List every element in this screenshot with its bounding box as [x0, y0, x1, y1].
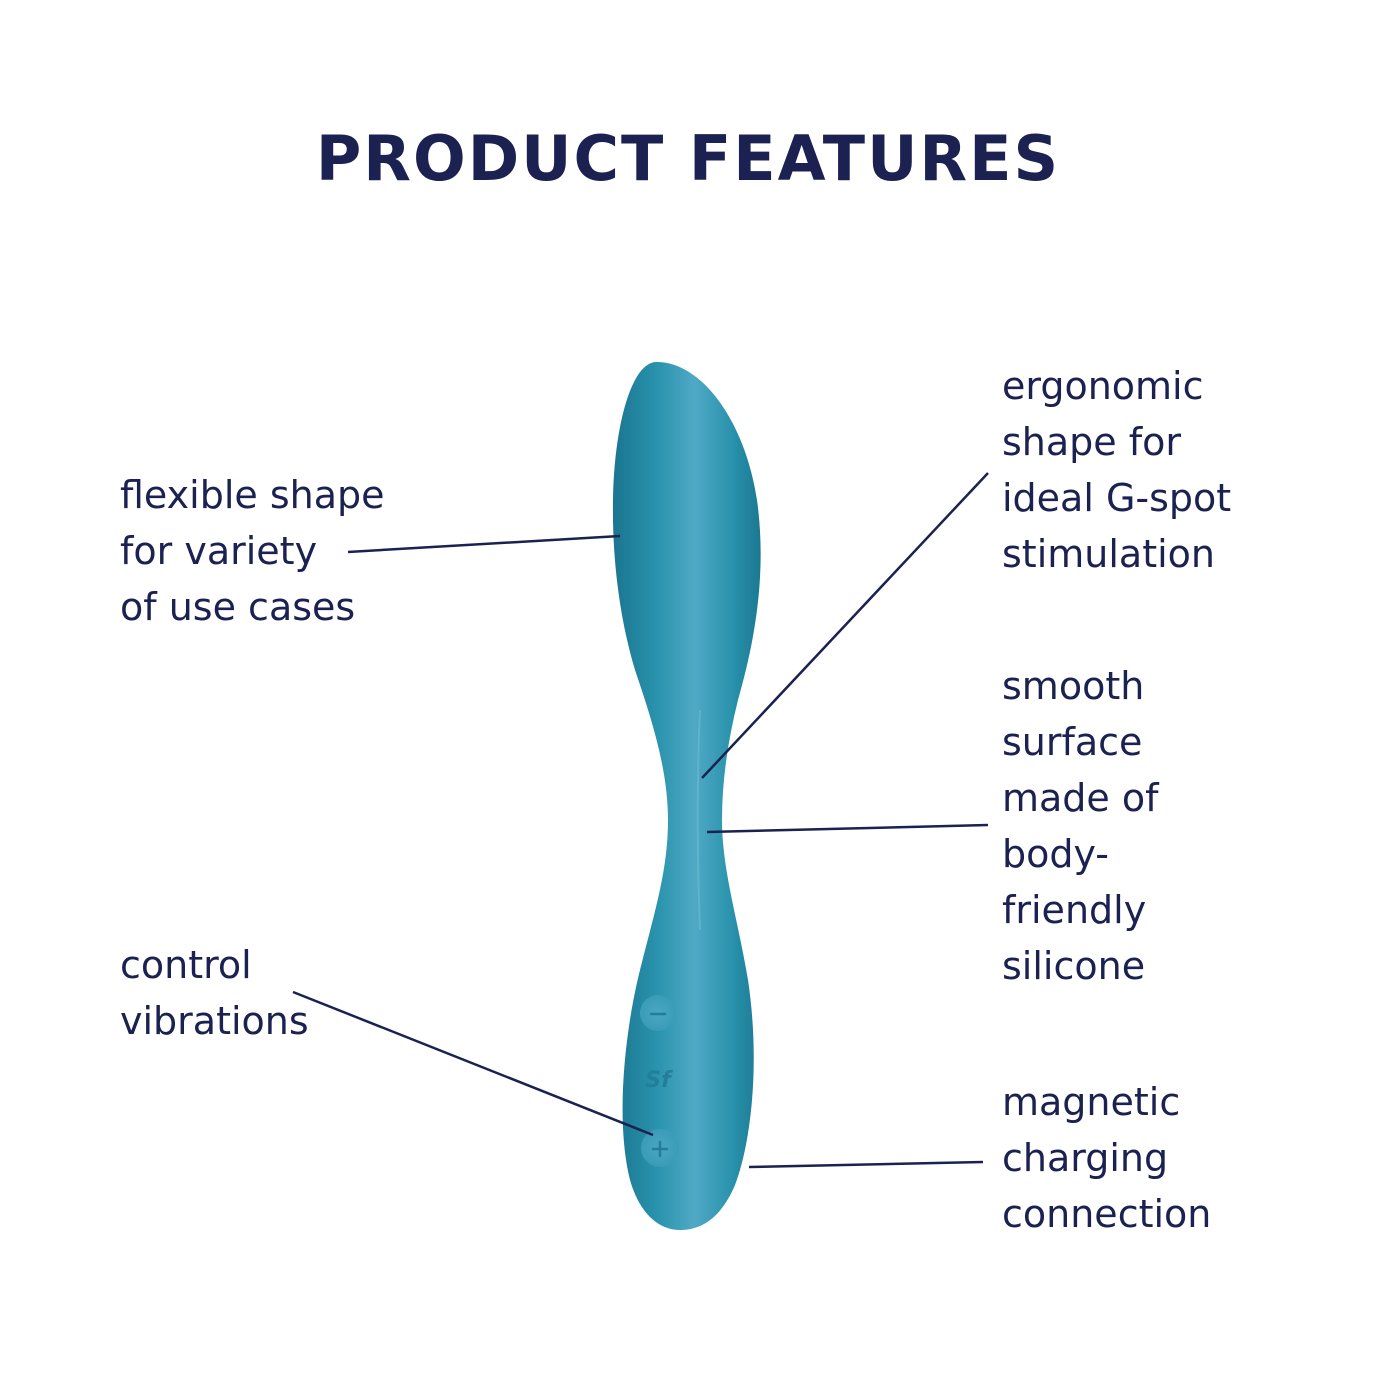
- plus-button[interactable]: [641, 1129, 679, 1167]
- feature-text-line: ideal G-spot: [1002, 476, 1232, 520]
- feature-text-line: made of: [1002, 776, 1159, 820]
- feature-text-line: connection: [1002, 1192, 1212, 1236]
- feature-text-line: body-: [1002, 832, 1110, 876]
- minus-button[interactable]: [640, 995, 676, 1031]
- feature-text-line: friendly: [1002, 888, 1147, 932]
- feature-text-line: magnetic: [1002, 1080, 1181, 1124]
- feature-text-line: flexible shape: [120, 473, 385, 517]
- feature-text-line: charging: [1002, 1136, 1169, 1180]
- leader-line-ergonomic: [701, 472, 989, 779]
- feature-text-line: for variety: [120, 529, 318, 573]
- leader-line-control: [292, 990, 654, 1137]
- feature-text-line: shape for: [1002, 420, 1181, 464]
- feature-smooth-surface: smooth surface made of body- friendly si…: [1002, 658, 1159, 994]
- feature-text-line: of use cases: [120, 585, 356, 629]
- product-body: [612, 361, 761, 1231]
- feature-magnetic-charging: magnetic charging connection: [1002, 1074, 1211, 1242]
- feature-text-line: ergonomic: [1002, 364, 1204, 408]
- feature-text-line: silicone: [1002, 944, 1146, 988]
- leader-line-flexible: [347, 534, 621, 554]
- feature-control-vibrations: control vibrations: [120, 937, 309, 1049]
- feature-flexible-shape: flexible shape for variety of use cases: [120, 467, 385, 635]
- feature-text-line: stimulation: [1002, 532, 1215, 576]
- feature-text-line: surface: [1002, 720, 1143, 764]
- leader-line-magnetic: [748, 1160, 984, 1169]
- feature-text-line: vibrations: [120, 999, 309, 1043]
- body-seam: [696, 709, 701, 931]
- brand-logo: Sf: [645, 1068, 673, 1093]
- feature-text-line: control: [120, 943, 252, 987]
- page-title: PRODUCT FEATURES: [315, 122, 1061, 195]
- feature-ergonomic-shape: ergonomic shape for ideal G-spot stimula…: [1002, 358, 1231, 582]
- feature-text-line: smooth: [1002, 664, 1145, 708]
- leader-line-smooth: [706, 823, 989, 834]
